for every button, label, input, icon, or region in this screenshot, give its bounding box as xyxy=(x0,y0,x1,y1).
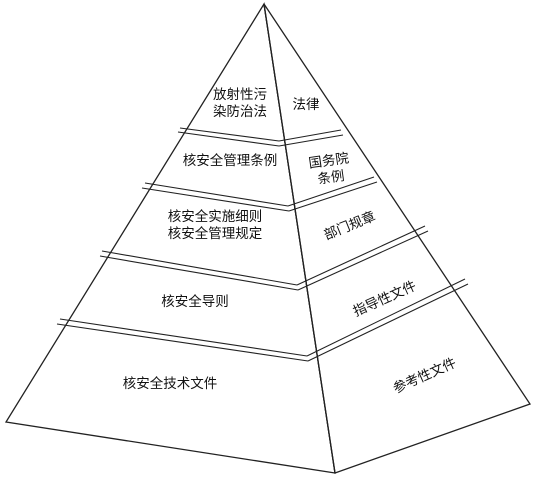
layer-1-front-line-2: 染防治法 xyxy=(213,104,267,120)
layer-3-front-line-1: 核安全实施细则 xyxy=(167,209,263,225)
front-band-lines xyxy=(56,127,309,362)
layer-5-front-label: 核安全技术文件 xyxy=(100,376,240,393)
layer-4-front-line-1: 核安全导则 xyxy=(161,294,229,310)
layer-1-side-line-1: 法律 xyxy=(292,97,320,113)
layer-1-front-line-1: 放射性污 xyxy=(213,87,267,103)
layer-3-front-label: 核安全实施细则 核安全管理规定 xyxy=(140,209,290,243)
pyramid-front-edge xyxy=(263,3,336,474)
layer-1-front-label: 放射性污 染防治法 xyxy=(200,87,280,121)
side-band-lines xyxy=(278,129,469,362)
layer-1-side-label: 法律 xyxy=(286,97,326,114)
layer-2-front-label: 核安全管理条例 xyxy=(160,153,300,170)
layer-2-front-line-1: 核安全管理条例 xyxy=(182,153,278,169)
layer-4-front-label: 核安全导则 xyxy=(130,294,260,311)
layer-3-front-line-2: 核安全管理规定 xyxy=(167,226,263,242)
layer-5-front-line-1: 核安全技术文件 xyxy=(122,376,218,392)
